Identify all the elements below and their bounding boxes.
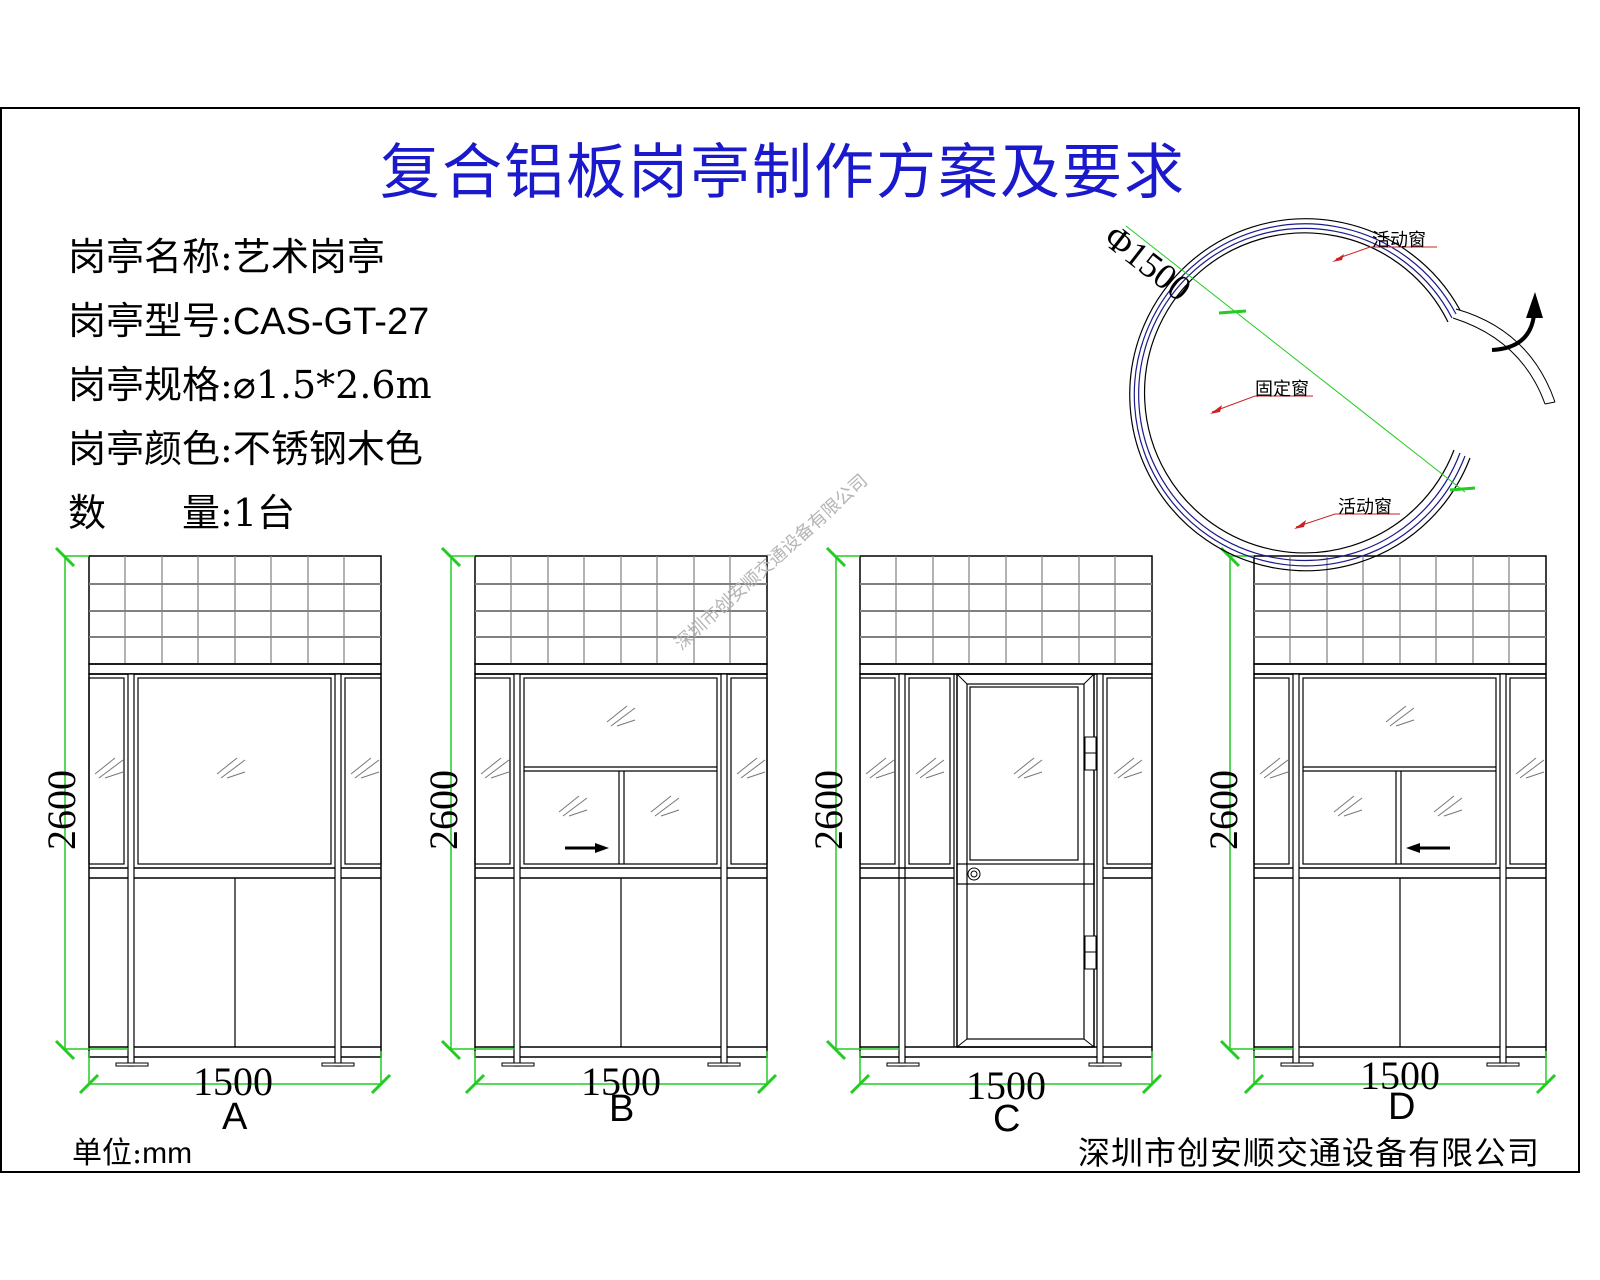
page-title: 复合铝板岗亭制作方案及要求 xyxy=(380,138,1186,208)
height-dim-c: 2600 xyxy=(806,770,851,850)
spec-label: 岗亭型号 xyxy=(68,299,221,343)
spec-separator: : xyxy=(220,299,233,343)
plan-view xyxy=(1125,218,1556,572)
elevation-a xyxy=(54,546,392,1095)
unit-label: 单位: xyxy=(72,1136,143,1171)
spec-separator: : xyxy=(220,235,233,279)
callout-fixed-window: 固定窗 xyxy=(1255,379,1309,400)
callout-sliding-window-top: 活动窗 xyxy=(1372,230,1426,251)
rotate-arrow-icon xyxy=(1526,292,1543,318)
width-dim-d: 1500 xyxy=(1360,1053,1440,1098)
spec-label: 岗亭名称 xyxy=(68,235,221,279)
height-dim-b: 2600 xyxy=(421,770,466,850)
spec-name-row: 岗亭名称:艺术岗亭 xyxy=(68,226,385,281)
spec-label: 岗亭规格 xyxy=(68,363,221,407)
elevation-d xyxy=(1219,546,1557,1095)
spec-label: 数 量 xyxy=(68,491,221,535)
spec-value: ⌀1.5*2.6m xyxy=(232,363,432,407)
view-label-a: A xyxy=(222,1096,248,1138)
view-label-b: B xyxy=(609,1088,635,1130)
spec-label: 岗亭颜色 xyxy=(68,427,221,471)
callout-sliding-window-bottom: 活动窗 xyxy=(1338,497,1392,518)
spec-value: 艺术岗亭 xyxy=(232,235,385,279)
unit-note: 单位:mm xyxy=(72,1128,192,1172)
spec-value: CAS-GT-27 xyxy=(232,301,430,343)
height-dim-d: 2600 xyxy=(1201,770,1246,850)
width-dim-c: 1500 xyxy=(966,1063,1046,1108)
drawing-frame xyxy=(0,107,1580,1173)
spec-separator: : xyxy=(220,491,233,535)
view-label-d: D xyxy=(1388,1086,1416,1128)
view-label-c: C xyxy=(993,1098,1021,1140)
spec-model-row: 岗亭型号:CAS-GT-27 xyxy=(68,290,429,345)
spec-quantity-row: 数 量:1台 xyxy=(68,482,295,537)
company-name: 深圳市创安顺交通设备有限公司 xyxy=(1078,1134,1541,1172)
spec-separator: : xyxy=(220,427,233,471)
unit-value: mm xyxy=(142,1137,193,1170)
spec-value: 1台 xyxy=(232,491,296,535)
width-dim-b: 1500 xyxy=(581,1059,661,1104)
spec-value: 不锈钢木色 xyxy=(232,427,423,471)
spec-color-row: 岗亭颜色:不锈钢木色 xyxy=(68,418,423,473)
elevation-c xyxy=(825,546,1163,1095)
spec-separator: : xyxy=(220,363,233,407)
elevation-b xyxy=(440,546,778,1095)
width-dim-a: 1500 xyxy=(193,1059,273,1104)
height-dim-a: 2600 xyxy=(39,770,84,850)
spec-size-row: 岗亭规格:⌀1.5*2.6m xyxy=(68,354,432,409)
